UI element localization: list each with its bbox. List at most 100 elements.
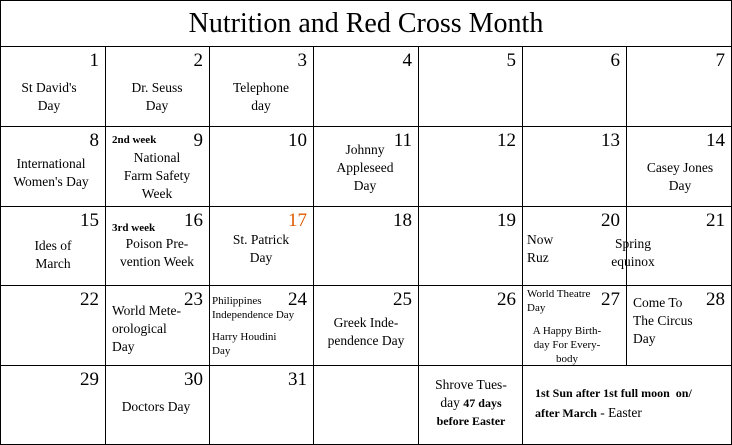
event-text: Dr. Seuss Day xyxy=(131,80,183,113)
day-number: 14 xyxy=(706,130,725,151)
day-number: 24 xyxy=(288,289,307,310)
day-number-highlight: 17 xyxy=(288,210,307,231)
day-number: 5 xyxy=(506,50,517,71)
event-text: Doctors Day xyxy=(121,399,191,414)
week-tag: 2nd week xyxy=(112,134,157,146)
day-cell-18: 18 xyxy=(314,207,419,286)
shrove-tuesday-cell: Shrove Tues- day 47 days before Easter xyxy=(419,366,523,444)
day-cell-7: 7 xyxy=(627,47,731,127)
event-text: Telephone day xyxy=(232,80,290,113)
day-number: 13 xyxy=(601,130,620,151)
day-number: 19 xyxy=(497,210,516,231)
day-number: 1 xyxy=(89,50,100,71)
week-tag: 3rd week xyxy=(112,222,156,234)
day-number: 25 xyxy=(393,289,412,310)
day-cell-27: 27 World Theatre Day A Happy Birth- day … xyxy=(523,286,627,366)
day-number: 23 xyxy=(184,289,203,310)
day-cell-12: 12 xyxy=(419,127,523,207)
day-cell-25: 25 Greek Inde- pendence Day xyxy=(314,286,419,366)
day-cell-1: 1 St David's Day xyxy=(1,47,106,127)
day-cell-19: 19 xyxy=(419,207,523,286)
day-number: 11 xyxy=(393,130,412,151)
event-text: Johnny Appleseed Day xyxy=(336,142,394,193)
easter-note-cell: 1st Sun after 1st full moon on/ after Ma… xyxy=(523,366,731,444)
day-cell-4: 4 xyxy=(314,47,419,127)
easter-line-2: after March - Easter xyxy=(535,403,692,423)
day-cell-8: 8 International Women's Day xyxy=(1,127,106,207)
calendar-title: Nutrition and Red Cross Month xyxy=(1,1,731,47)
event-text: National Farm Safety Week xyxy=(123,150,191,201)
empty-cell xyxy=(314,366,419,444)
day-cell-29: 29 xyxy=(1,366,106,444)
day-cell-15: 15 Ides of March xyxy=(1,207,106,286)
day-cell-21: 21 xyxy=(627,207,731,286)
day-cell-16: 3rd week 16 Poison Pre- vention Week xyxy=(106,207,210,286)
day-number: 12 xyxy=(497,130,516,151)
event-text-b: Harry Houdini Day xyxy=(212,331,277,357)
day-number: 15 xyxy=(80,210,99,231)
day-cell-9: 2nd week 9 National Farm Safety Week xyxy=(106,127,210,207)
day-cell-6: 6 xyxy=(523,47,627,127)
event-text: Ides of March xyxy=(34,238,72,271)
day-cell-17: 17 St. Patrick Day xyxy=(210,207,314,286)
shrove-days-before: 47 days xyxy=(463,396,502,410)
shrove-line-3: before Easter xyxy=(436,414,506,428)
easter-line-1: 1st Sun after 1st full moon on/ xyxy=(535,386,692,400)
day-number: 22 xyxy=(80,289,99,310)
day-number: 10 xyxy=(288,130,307,151)
event-text: International Women's Day xyxy=(13,156,89,189)
event-text: Greek Inde- pendence Day xyxy=(327,315,405,348)
day-cell-26: 26 xyxy=(419,286,523,366)
day-number: 30 xyxy=(184,369,203,390)
day-number: 8 xyxy=(89,130,100,151)
easter-label: - Easter xyxy=(596,405,642,420)
day-number: 9 xyxy=(193,130,204,151)
day-number: 18 xyxy=(393,210,412,231)
day-cell-24: 24 Philippines Independence Day Harry Ho… xyxy=(210,286,314,366)
event-text-b: A Happy Birth- day For Every- body xyxy=(532,325,602,365)
day-cell-2: 2 Dr. Seuss Day xyxy=(106,47,210,127)
day-number: 26 xyxy=(497,289,516,310)
day-number: 31 xyxy=(288,369,307,390)
shrove-line-1: Shrove Tues- xyxy=(435,377,507,392)
event-text: St David's Day xyxy=(21,80,77,113)
day-cell-10: 10 xyxy=(210,127,314,207)
day-number: 6 xyxy=(610,50,621,71)
event-text: World Mete- orological Day xyxy=(112,303,182,354)
shrove-line-2: day 47 days xyxy=(421,394,521,412)
day-cell-20: 20 Now Ruz Spring equinox xyxy=(523,207,655,286)
day-number: 16 xyxy=(184,210,203,231)
day-cell-13: 13 xyxy=(523,127,627,207)
day-number: 2 xyxy=(193,50,204,71)
day-number: 7 xyxy=(715,50,726,71)
event-text-a: World Theatre Day xyxy=(527,288,591,314)
day-number: 27 xyxy=(601,289,620,310)
event-text: St. Patrick Day xyxy=(232,232,290,265)
event-text: Come To The Circus Day xyxy=(633,295,693,346)
event-text-b: Spring equinox xyxy=(611,236,655,269)
event-text-a: Now Ruz xyxy=(527,232,554,265)
day-number: 20 xyxy=(601,210,620,231)
event-text-a: Philippines Independence Day xyxy=(212,295,295,321)
day-cell-3: 3 Telephone day xyxy=(210,47,314,127)
day-cell-23: 23 World Mete- orological Day xyxy=(106,286,210,366)
day-cell-31: 31 xyxy=(210,366,314,444)
day-number: 4 xyxy=(402,50,413,71)
day-number: 3 xyxy=(297,50,308,71)
day-cell-30: 30 Doctors Day xyxy=(106,366,210,444)
day-number: 21 xyxy=(706,210,725,231)
day-cell-22: 22 xyxy=(1,286,106,366)
easter-note: 1st Sun after 1st full moon on/ after Ma… xyxy=(535,384,692,423)
day-number: 29 xyxy=(80,369,99,390)
event-text: Casey Jones Day xyxy=(646,160,714,193)
day-number: 28 xyxy=(706,289,725,310)
easter-after-march: after March xyxy=(535,406,597,420)
shrove-day-text: day xyxy=(440,395,464,410)
day-cell-28: 28 Come To The Circus Day xyxy=(627,286,731,366)
day-cell-14: 14 Casey Jones Day xyxy=(627,127,731,207)
day-cell-5: 5 xyxy=(419,47,523,127)
event-text: Poison Pre- vention Week xyxy=(119,236,195,269)
shrove-note: Shrove Tues- day 47 days before Easter xyxy=(421,376,521,430)
day-cell-11: 11 Johnny Appleseed Day xyxy=(314,127,419,207)
